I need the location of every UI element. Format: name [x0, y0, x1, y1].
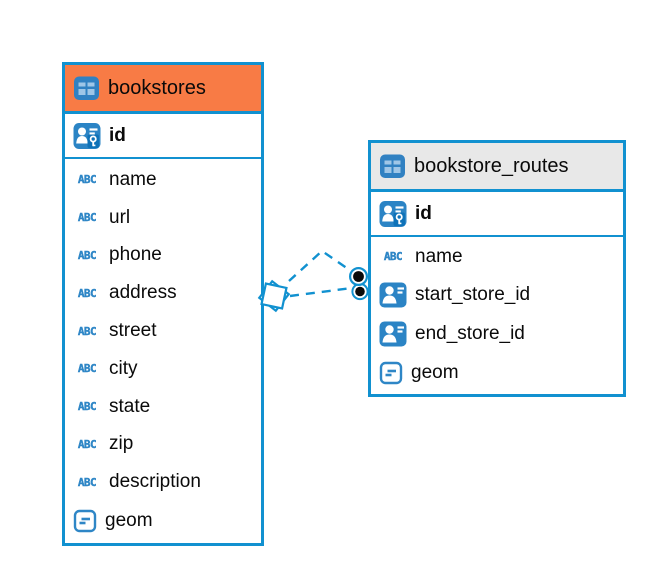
column-row-street[interactable]: ABC street — [65, 312, 261, 350]
table-bookstore-routes[interactable]: bookstore_routes id ABC name start_store… — [368, 140, 626, 397]
table-bookstores[interactable]: bookstores id ABC name ABC url ABC phone… — [62, 62, 264, 546]
column-list: ABC name ABC url ABC phone ABC address A… — [65, 159, 261, 543]
table-header-bookstores[interactable]: bookstores — [65, 65, 261, 114]
primary-key-icon — [73, 122, 101, 150]
column-name: state — [109, 395, 151, 417]
table-icon — [73, 75, 100, 102]
column-name: end_store_id — [415, 323, 525, 345]
geometry-type-icon — [379, 361, 403, 385]
column-row-phone[interactable]: ABC phone — [65, 237, 261, 275]
column-name: phone — [109, 244, 162, 266]
text-type-icon: ABC — [77, 437, 97, 451]
column-row-address[interactable]: ABC address — [65, 274, 261, 312]
column-name: street — [109, 320, 157, 342]
column-row-description[interactable]: ABC description — [65, 463, 261, 501]
dot-marker — [351, 282, 369, 301]
text-type-icon: ABC — [77, 324, 97, 338]
column-name: city — [109, 357, 138, 379]
column-name: start_store_id — [415, 283, 531, 305]
table-header-bookstore-routes[interactable]: bookstore_routes — [371, 143, 623, 192]
text-type-icon: ABC — [77, 173, 97, 187]
relationship-line — [288, 249, 355, 282]
text-type-icon: ABC — [77, 248, 97, 262]
column-row-id[interactable]: id — [65, 114, 261, 159]
table-title: bookstores — [108, 76, 206, 99]
column-list: ABC name start_store_id end_store_id ge — [371, 237, 623, 394]
foreign-key-icon — [379, 321, 407, 347]
dot-marker — [349, 267, 369, 287]
column-row-city[interactable]: ABC city — [65, 350, 261, 388]
column-row-start-store-id[interactable]: start_store_id — [371, 275, 623, 315]
primary-key-icon — [379, 200, 407, 228]
table-icon — [379, 153, 406, 180]
column-name: description — [109, 471, 201, 493]
column-name: url — [109, 206, 131, 228]
column-row-end-store-id[interactable]: end_store_id — [371, 315, 623, 355]
column-name: geom — [105, 510, 153, 532]
geometry-type-icon — [73, 509, 97, 533]
column-name: id — [109, 124, 126, 146]
column-name: name — [109, 168, 157, 190]
column-name: zip — [109, 433, 134, 455]
column-name: name — [415, 245, 463, 267]
column-row-id[interactable]: id — [371, 192, 623, 237]
column-row-name[interactable]: ABC name — [371, 239, 623, 275]
text-type-icon: ABC — [383, 250, 403, 264]
relationship-line — [289, 286, 353, 298]
column-name: address — [109, 282, 177, 304]
column-name: id — [415, 202, 432, 224]
table-title: bookstore_routes — [414, 154, 569, 177]
foreign-key-icon — [379, 282, 407, 308]
text-type-icon: ABC — [77, 211, 97, 225]
text-type-icon: ABC — [77, 362, 97, 376]
text-type-icon: ABC — [77, 286, 97, 300]
column-row-state[interactable]: ABC state — [65, 388, 261, 426]
column-row-geom[interactable]: geom — [65, 501, 261, 541]
column-row-geom[interactable]: geom — [371, 354, 623, 392]
column-row-url[interactable]: ABC url — [65, 199, 261, 237]
text-type-icon: ABC — [77, 400, 97, 414]
column-row-zip[interactable]: ABC zip — [65, 426, 261, 464]
text-type-icon: ABC — [77, 475, 97, 489]
column-row-name[interactable]: ABC name — [65, 161, 261, 199]
column-name: geom — [411, 362, 459, 384]
